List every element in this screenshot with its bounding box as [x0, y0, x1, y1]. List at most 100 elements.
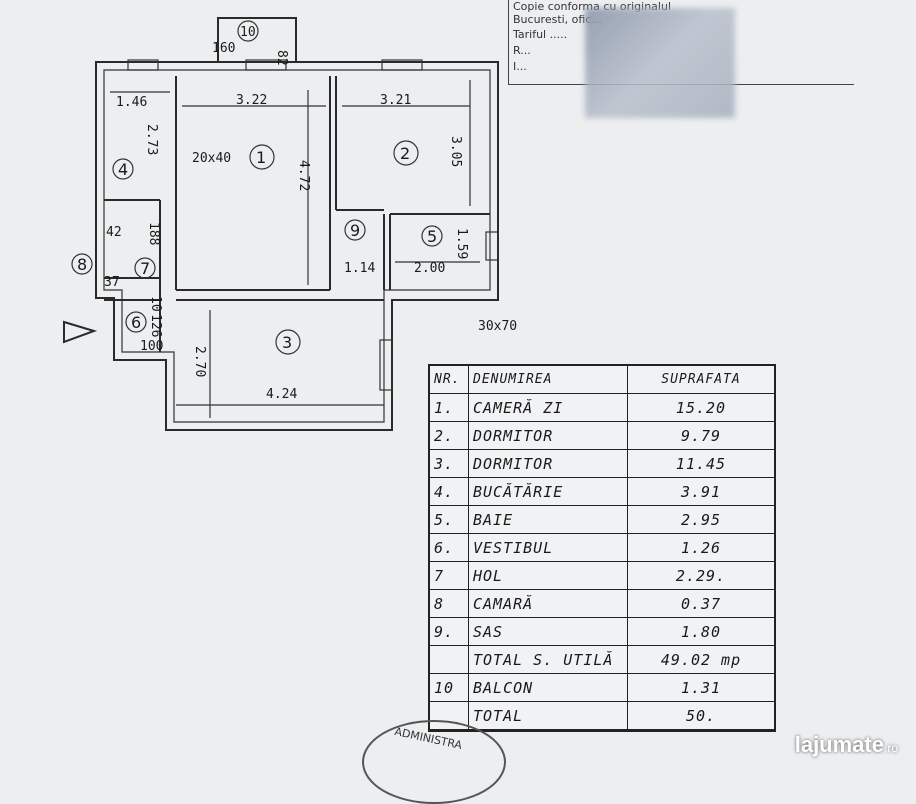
room-label-4: 4 — [118, 160, 128, 179]
dim-text: 3.05 — [448, 136, 463, 167]
cell-area: 50. — [627, 701, 774, 730]
site-logo: lajumate.ro — [795, 732, 898, 758]
header-name: DENUMIREA — [468, 366, 628, 394]
stamp-line: I... — [513, 60, 527, 73]
dim-text: 30x70 — [478, 319, 517, 334]
cell-nr: 10 — [430, 673, 469, 702]
window — [485, 231, 499, 261]
logo-name: lajumate — [794, 732, 884, 757]
dim-text: 10 — [148, 296, 163, 312]
header-nr: NR. — [430, 366, 469, 394]
room-label-8: 8 — [77, 255, 87, 274]
dimension-lines — [110, 80, 480, 418]
window — [379, 339, 393, 391]
cell-area: 1.26 — [627, 533, 774, 562]
dim-text: 2.73 — [144, 124, 159, 155]
room-label-3: 3 — [282, 333, 292, 352]
entrance-arrow-icon — [63, 320, 98, 344]
administration-seal: ADMINISTRA — [362, 720, 506, 804]
table-header-row: NR. DENUMIREA SUPRAFATA — [430, 366, 774, 394]
dim-text: 3.21 — [380, 93, 411, 108]
room-label-7: 7 — [140, 259, 150, 278]
cell-area: 0.37 — [627, 589, 774, 618]
dim-text: 4.72 — [296, 160, 311, 191]
header-area: SUPRAFATA — [627, 366, 774, 394]
cell-name: VESTIBUL — [468, 533, 628, 562]
cell-nr: 5. — [430, 505, 469, 534]
room-label-10: 10 — [240, 25, 256, 40]
room-circle — [71, 253, 93, 275]
cell-area: 2.29. — [627, 561, 774, 590]
room-circle — [421, 225, 443, 247]
cell-name: BALCON — [468, 673, 628, 702]
cell-area: 3.91 — [627, 477, 774, 506]
cell-name: SAS — [468, 617, 628, 646]
dim-text: 37 — [104, 275, 120, 290]
dim-text: 1.59 — [454, 228, 469, 259]
cell-area: 2.95 — [627, 505, 774, 534]
dim-text: 100 — [140, 339, 163, 354]
room-label-6: 6 — [131, 313, 141, 332]
room-circle — [125, 311, 147, 333]
cell-nr: 4. — [430, 477, 469, 506]
cell-name: TOTAL — [468, 701, 628, 730]
blurred-region — [585, 8, 735, 118]
cell-nr: 3. — [430, 449, 469, 478]
dim-text: 2.00 — [414, 261, 445, 276]
dim-text: 2.70 — [192, 346, 207, 377]
partitions-left — [104, 199, 384, 352]
dim-text: 1.14 — [344, 261, 375, 276]
stamp-line: R... — [513, 44, 531, 57]
cell-nr: 1. — [430, 393, 469, 422]
dim-text: 20x40 — [192, 151, 231, 166]
room-label-5: 5 — [427, 227, 437, 246]
room-circle — [249, 144, 275, 170]
window — [127, 59, 159, 71]
stamp-line: Bucuresti, ofic... — [513, 13, 602, 26]
dim-text: 160 — [212, 41, 235, 56]
cell-name: BAIE — [468, 505, 628, 534]
room-label-1: 1 — [256, 148, 266, 167]
room-circle — [275, 329, 301, 355]
window — [381, 59, 423, 71]
floor-plan: 1 2 3 4 5 6 7 8 9 10 160 82 1.46 3.22 3.… — [63, 17, 517, 431]
cell-nr: 8 — [430, 589, 469, 618]
partitions — [175, 76, 490, 291]
cell-area: 49.02 mp — [627, 645, 774, 674]
cell-area: 1.80 — [627, 617, 774, 646]
cell-nr: 7 — [430, 561, 469, 590]
cell-nr: 6. — [430, 533, 469, 562]
dim-text: 42 — [106, 225, 122, 240]
cell-nr: 9. — [430, 617, 469, 646]
cell-name: HOL — [468, 561, 628, 590]
cell-name: DORMITOR — [468, 449, 628, 478]
cell-area: 15.20 — [627, 393, 774, 422]
dim-text: 188 — [146, 222, 161, 245]
cell-nr — [430, 645, 469, 674]
room-circle — [112, 158, 134, 180]
cell-name: TOTAL S. UTILĂ — [468, 645, 628, 674]
room-label-2: 2 — [400, 144, 410, 163]
room-label-9: 9 — [350, 221, 360, 240]
inner-wall — [103, 69, 491, 423]
room-circle — [344, 219, 366, 241]
room-circle — [393, 140, 419, 166]
stamp-line: Tariful ..... — [513, 28, 568, 41]
seal-text: ADMINISTRA — [393, 725, 464, 752]
cell-name: DORMITOR — [468, 421, 628, 450]
logo-tld: .ro — [883, 741, 898, 755]
cell-area: 1.31 — [627, 673, 774, 702]
dim-text: 4.24 — [266, 387, 297, 402]
dim-text: 126 — [148, 314, 163, 337]
window — [245, 59, 287, 71]
dim-text: 1.46 — [116, 95, 147, 110]
